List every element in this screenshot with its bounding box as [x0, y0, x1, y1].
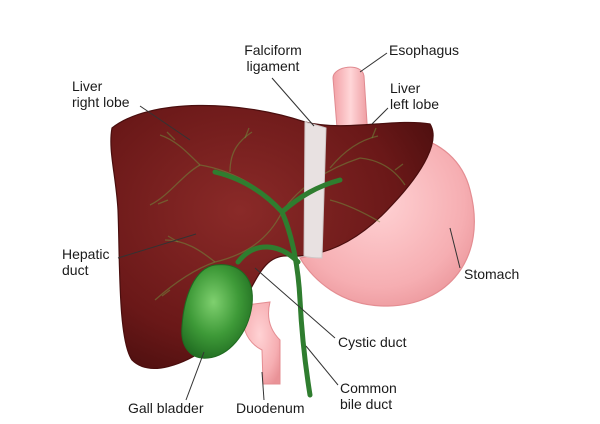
- gall-bladder-label: Gall bladder: [128, 400, 204, 416]
- liver-left-lobe-label: Liver left lobe: [390, 80, 440, 112]
- cystic-duct-label: Cystic duct: [338, 334, 407, 350]
- gall-bladder-shape: [181, 264, 253, 359]
- duodenum-label: Duodenum: [236, 400, 305, 416]
- liver-right-lobe-label: Liver right lobe: [72, 78, 130, 110]
- esophagus-label: Esophagus: [389, 42, 460, 58]
- stomach-label: Stomach: [464, 266, 520, 282]
- common-bile-duct-label: Common bile duct: [340, 380, 397, 412]
- leader-lines: [117, 52, 461, 401]
- falciform-ligament-label: Falciform ligament: [244, 42, 302, 74]
- hepatic-duct-label: Hepatic duct: [62, 246, 110, 278]
- bile-ducts: [212, 169, 343, 398]
